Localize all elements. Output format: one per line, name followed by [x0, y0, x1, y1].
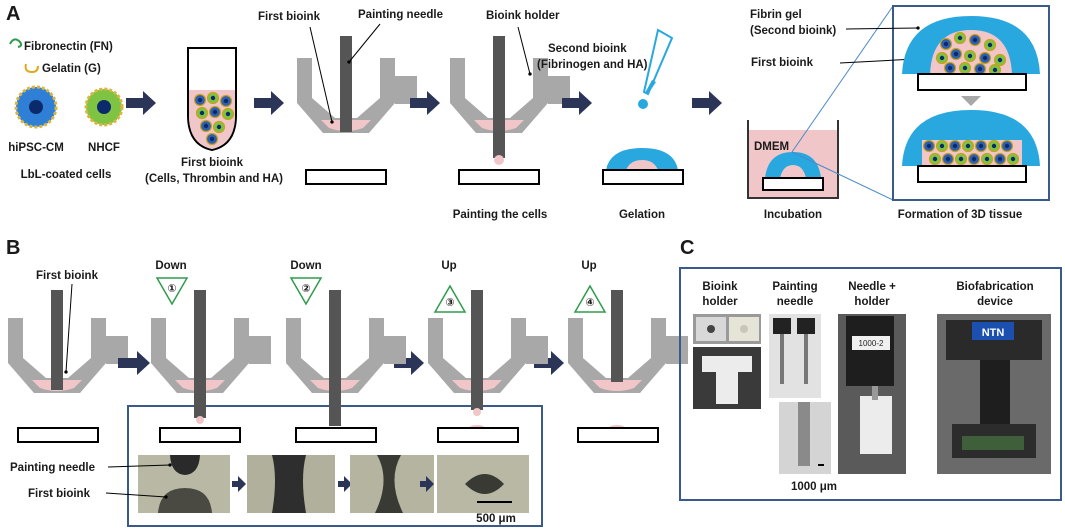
col1-title-2: holder: [702, 296, 738, 308]
second-bioink-line1: Second bioink: [548, 43, 627, 55]
substrate-2: [458, 169, 540, 185]
label-hipsc-cm: hiPSC-CM: [8, 142, 64, 154]
micrograph-1: [138, 455, 230, 513]
step4-dir: Up: [581, 260, 596, 272]
substrate-b-2: [295, 427, 377, 443]
flow-arrow-b1: [118, 351, 150, 375]
substrate-3: [602, 169, 684, 185]
pipette-icon: [638, 28, 674, 109]
label-lbl-coated: LbL-coated cells: [21, 169, 112, 181]
legend-gelatin: Gelatin (G): [42, 63, 101, 75]
panel-a-letter: A: [6, 3, 20, 25]
step1-dir: Down: [155, 260, 186, 272]
substrate-b-4: [577, 427, 659, 443]
flow-arrow-4: [562, 91, 592, 115]
flow-arrow-5: [692, 91, 722, 115]
micro-label-needle: Painting needle: [10, 462, 95, 474]
label-dmem: DMEM: [754, 141, 789, 153]
micro-arrow-1: [232, 476, 246, 492]
hipsc-cm-cell-icon: [14, 85, 58, 129]
label-painting-cells: Painting the cells: [453, 209, 548, 221]
micro-arrow-3: [420, 476, 434, 492]
step3-num: ③: [445, 297, 454, 309]
panel-c-letter: C: [680, 237, 694, 259]
col2-title-1: Painting: [772, 281, 817, 293]
scale-1000um: 1000 μm: [791, 481, 837, 493]
incubation-dish: [747, 120, 839, 199]
photo-needle-zoom: [779, 402, 831, 474]
tube-label-line1: First bioink: [181, 157, 244, 169]
label-formation-3d: Formation of 3D tissue: [898, 209, 1023, 221]
label-first-bioink-a: First bioink: [258, 11, 321, 23]
step2-num: ②: [301, 283, 310, 295]
photo-device: [937, 314, 1051, 474]
step1-num: ①: [167, 283, 176, 295]
needle-tag-text: 1000-2: [859, 339, 884, 348]
micrograph-2: [247, 455, 335, 513]
col4-title-1: Biofabrication: [956, 281, 1033, 293]
label-painting-needle-a: Painting needle: [358, 9, 443, 21]
flow-arrow-3: [410, 91, 440, 115]
fibronectin-icon: [9, 38, 23, 48]
micro-arrow-2: [338, 476, 352, 492]
micrograph-3: [350, 455, 434, 513]
holder-b-2: [286, 290, 406, 426]
scale-500um: 500 μm: [476, 513, 516, 525]
photo-holder-side: [693, 347, 761, 409]
holder-needle-down: [450, 36, 570, 165]
step2-down-triangle-icon: [289, 277, 323, 306]
photo-needle-holder: [838, 314, 906, 474]
photo-holder-top: [693, 314, 761, 344]
tube-label-line2: (Cells, Thrombin and HA): [145, 173, 283, 185]
zoom-frame: [892, 5, 1050, 201]
flow-arrow-2: [254, 91, 284, 115]
fibrin-gel-top: [902, 16, 1040, 91]
label-gelation: Gelation: [619, 209, 665, 221]
label-incubation: Incubation: [764, 209, 822, 221]
label-first-bioink-a2: First bioink: [751, 57, 814, 69]
flow-arrow-b3: [534, 351, 564, 375]
col3-title-1: Needle +: [848, 281, 896, 293]
gelatin-icon: [24, 63, 39, 74]
step4-num: ④: [585, 297, 594, 309]
device-frame: [679, 267, 1062, 501]
panel-b-letter: B: [6, 237, 20, 259]
label-bioink-holder: Bioink holder: [486, 10, 560, 22]
holder-needle-up: [297, 36, 417, 133]
flow-arrow-1: [126, 91, 156, 115]
fibrin-gel-bottom: [902, 110, 1040, 183]
substrate-b-3: [437, 427, 519, 443]
substrate-1: [305, 169, 387, 185]
down-triangle-icon: [961, 96, 981, 106]
col4-title-2: device: [977, 296, 1013, 308]
legend-fibronectin: Fibronectin (FN): [24, 41, 113, 53]
holder-b-0: [8, 290, 128, 393]
second-bioink-line2: (Fibrinogen and HA): [537, 59, 648, 71]
substrate-b-1: [159, 427, 241, 443]
step4-up-triangle-icon: [573, 284, 607, 313]
photo-needles: [769, 314, 821, 398]
micrograph-4: [437, 455, 529, 513]
holder-b-1: [151, 290, 271, 424]
device-brand-text: NTN: [982, 327, 1005, 339]
micro-label-bioink: First bioink: [28, 488, 91, 500]
label-nhcf: NHCF: [88, 142, 120, 154]
fibrin-gel-line1: Fibrin gel: [750, 9, 802, 21]
step2-dir: Down: [290, 260, 321, 272]
col3-title-2: holder: [854, 296, 890, 308]
fibrin-gel-line2: (Second bioink): [750, 25, 836, 37]
flow-arrow-b2: [394, 351, 424, 375]
nhcf-cell-icon: [84, 87, 124, 127]
label-first-bioink-b: First bioink: [36, 270, 99, 282]
col1-title-1: Bioink: [702, 281, 738, 293]
gel-dome: [606, 148, 678, 170]
step1-down-triangle-icon: [155, 277, 189, 306]
col2-title-2: needle: [777, 296, 813, 308]
substrate-b-0: [17, 427, 99, 443]
first-bioink-tube: [187, 47, 237, 152]
step3-up-triangle-icon: [433, 284, 467, 313]
step3-dir: Up: [441, 260, 456, 272]
